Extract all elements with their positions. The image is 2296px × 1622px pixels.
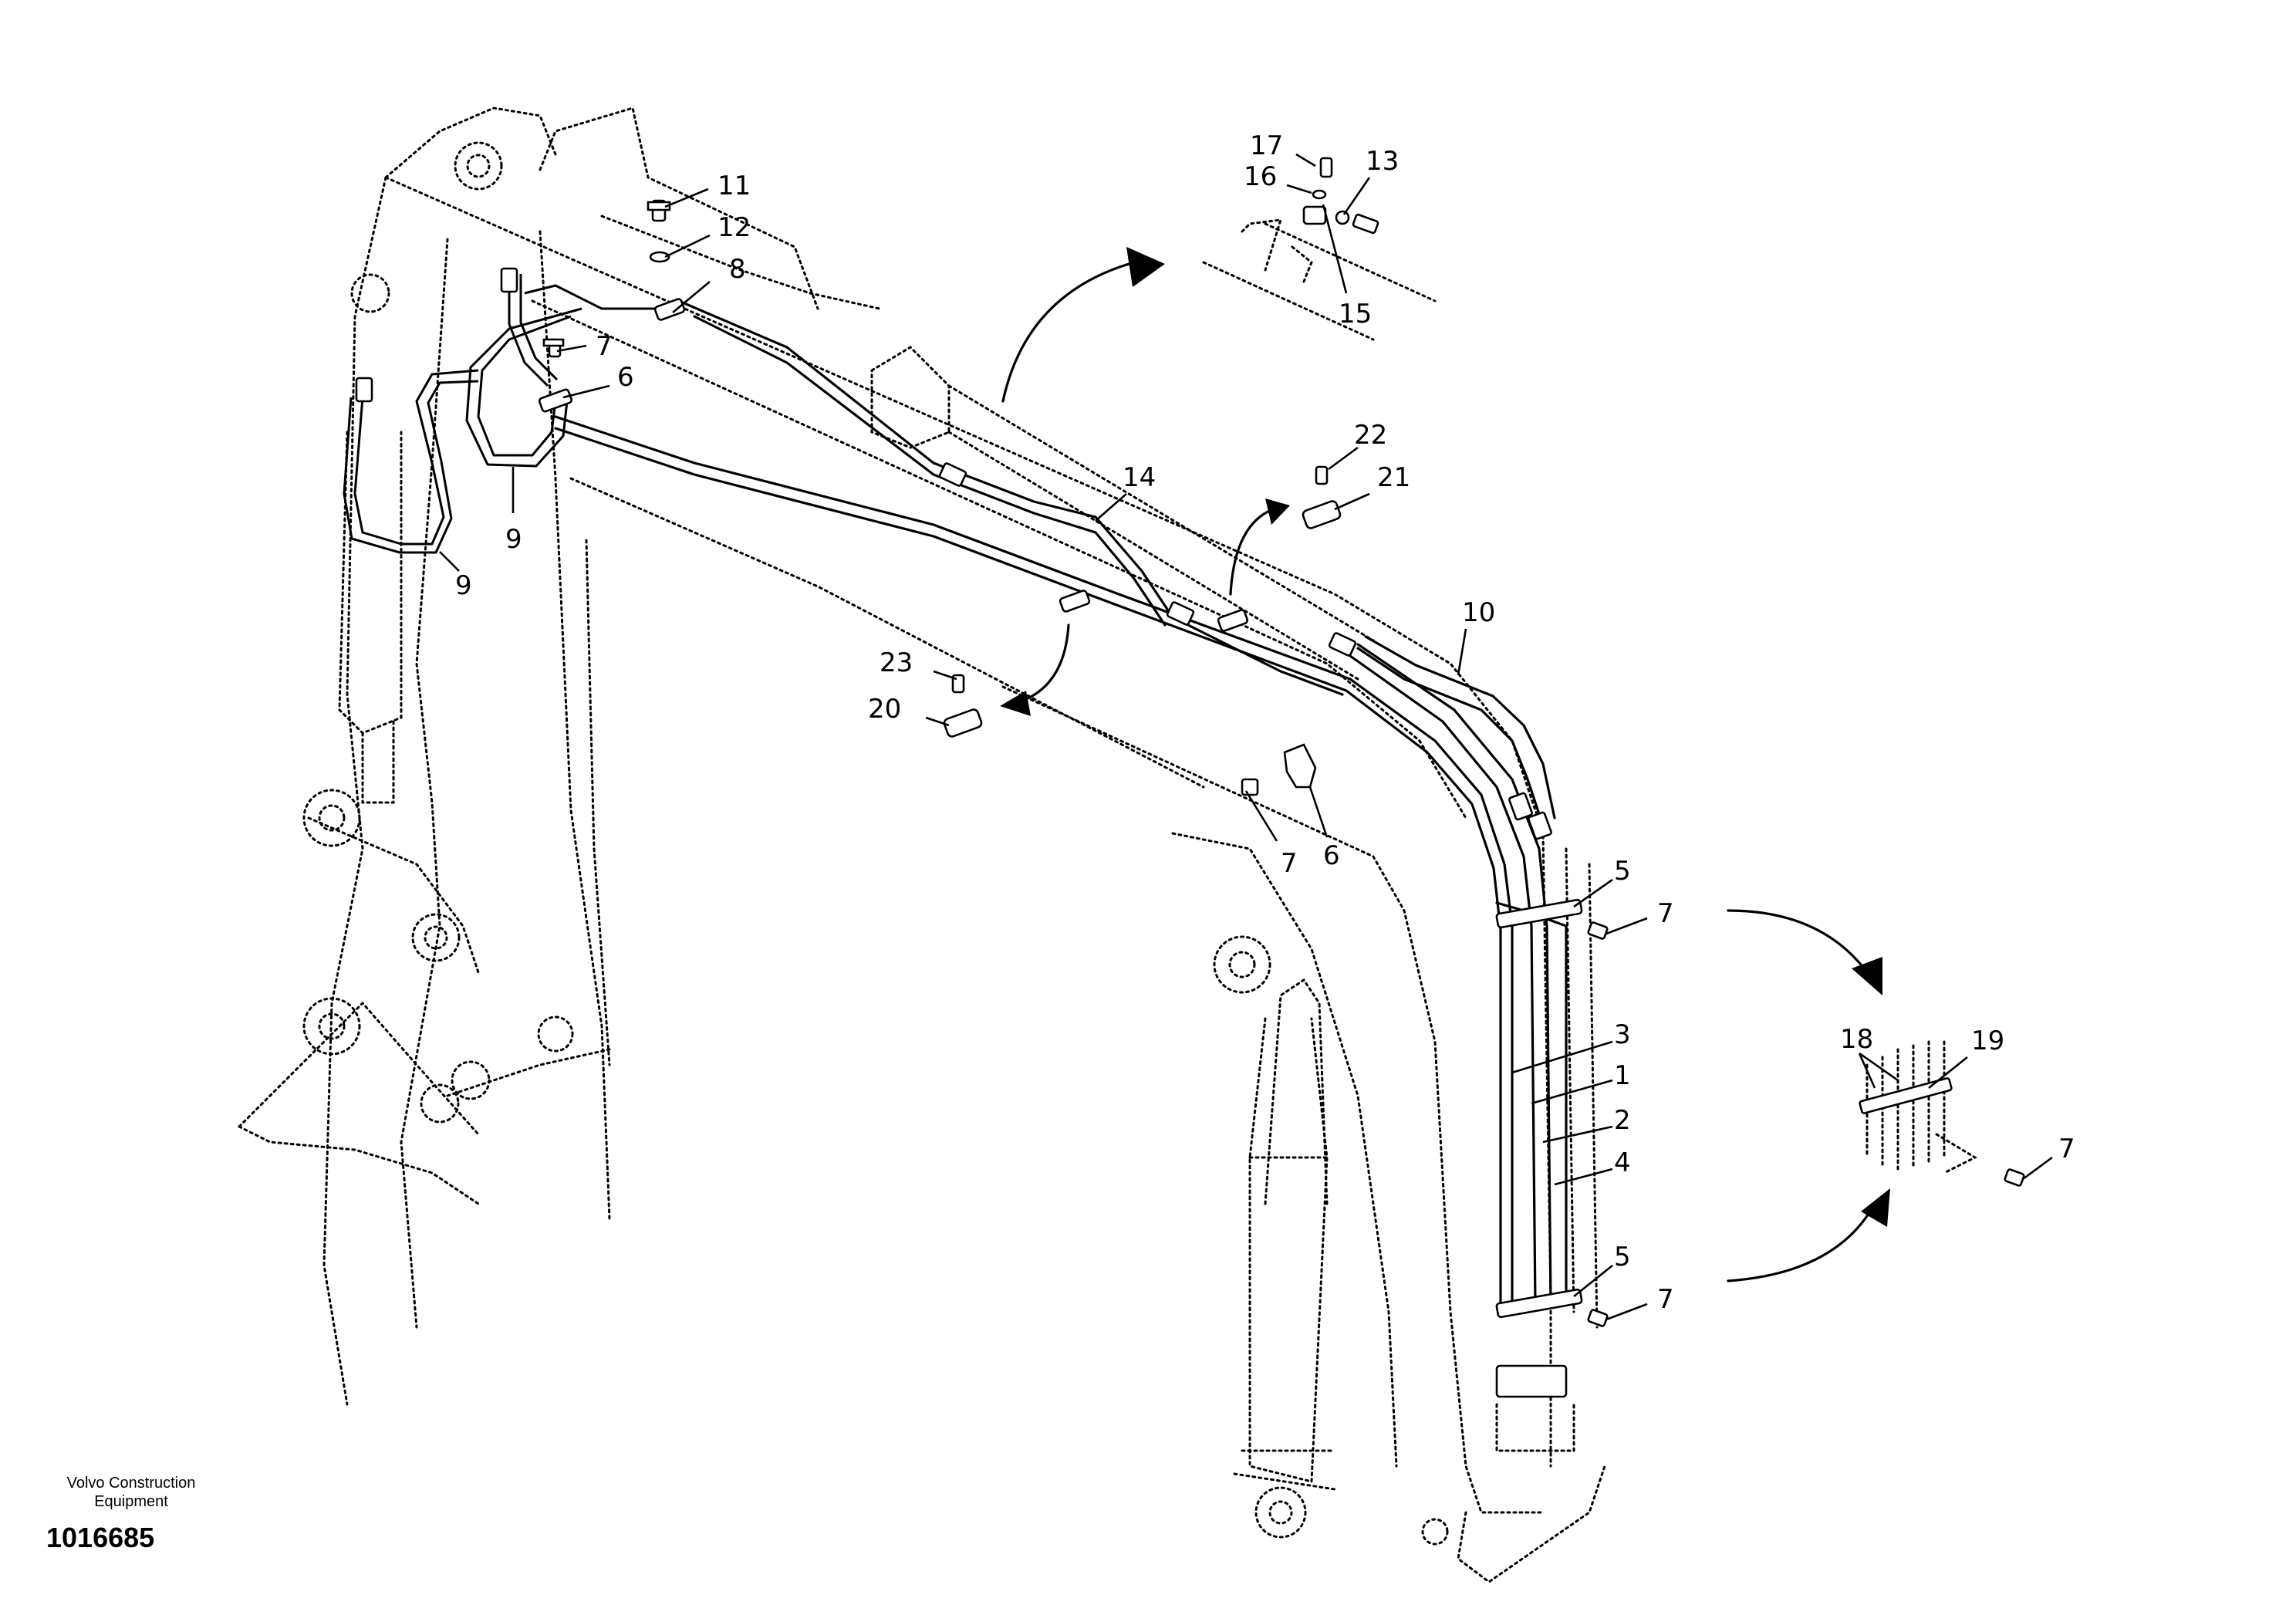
callout-17: 17 — [1250, 130, 1283, 161]
callout-12: 12 — [718, 212, 751, 243]
callout-7: 7 — [1657, 898, 1674, 929]
callout-22: 22 — [1354, 420, 1387, 451]
callout-11: 11 — [718, 171, 751, 201]
drawing-number: 1016685 — [46, 1522, 155, 1553]
callout-3: 3 — [1614, 1019, 1631, 1050]
boom-outline — [238, 106, 1606, 1583]
callout-5: 5 — [1614, 856, 1631, 887]
drawing-footer: Volvo Construction Equipment 1016685 — [31, 1474, 231, 1554]
callout-19: 19 — [1971, 1026, 2004, 1056]
detail-inset-right — [1859, 1040, 2025, 1187]
callout-7: 7 — [2058, 1134, 2075, 1164]
callout-14: 14 — [1123, 462, 1156, 493]
callout-23: 23 — [880, 647, 913, 678]
callout-9: 9 — [455, 570, 472, 601]
callout-6: 6 — [1323, 840, 1340, 871]
callout-5: 5 — [1614, 1242, 1631, 1272]
company-name: Volvo Construction Equipment — [66, 1475, 196, 1510]
callout-18: 18 — [1840, 1024, 1873, 1055]
callout-8: 8 — [729, 254, 746, 285]
callout-15: 15 — [1339, 299, 1372, 329]
callout-16: 16 — [1244, 161, 1277, 192]
callout-10: 10 — [1462, 597, 1495, 628]
callout-4: 4 — [1614, 1147, 1631, 1178]
callout-2: 2 — [1614, 1105, 1631, 1136]
callout-6: 6 — [617, 362, 634, 393]
callout-labels: 11 12 8 7 6 9 9 14 10 17 16 13 15 22 21 … — [455, 130, 2075, 1315]
callout-21: 21 — [1377, 462, 1410, 493]
callout-7: 7 — [596, 331, 613, 362]
callout-1: 1 — [1614, 1060, 1631, 1091]
leader-lines — [439, 153, 2053, 1321]
clamps — [355, 199, 1609, 1452]
reference-arrows — [1000, 247, 1890, 1282]
callout-7: 7 — [1657, 1284, 1674, 1315]
callout-13: 13 — [1366, 146, 1399, 177]
callout-9: 9 — [505, 524, 522, 555]
callout-7: 7 — [1281, 848, 1298, 879]
hose-bundle — [343, 274, 1568, 1306]
callout-20: 20 — [868, 694, 901, 725]
detail-inset-top — [1202, 157, 1437, 341]
